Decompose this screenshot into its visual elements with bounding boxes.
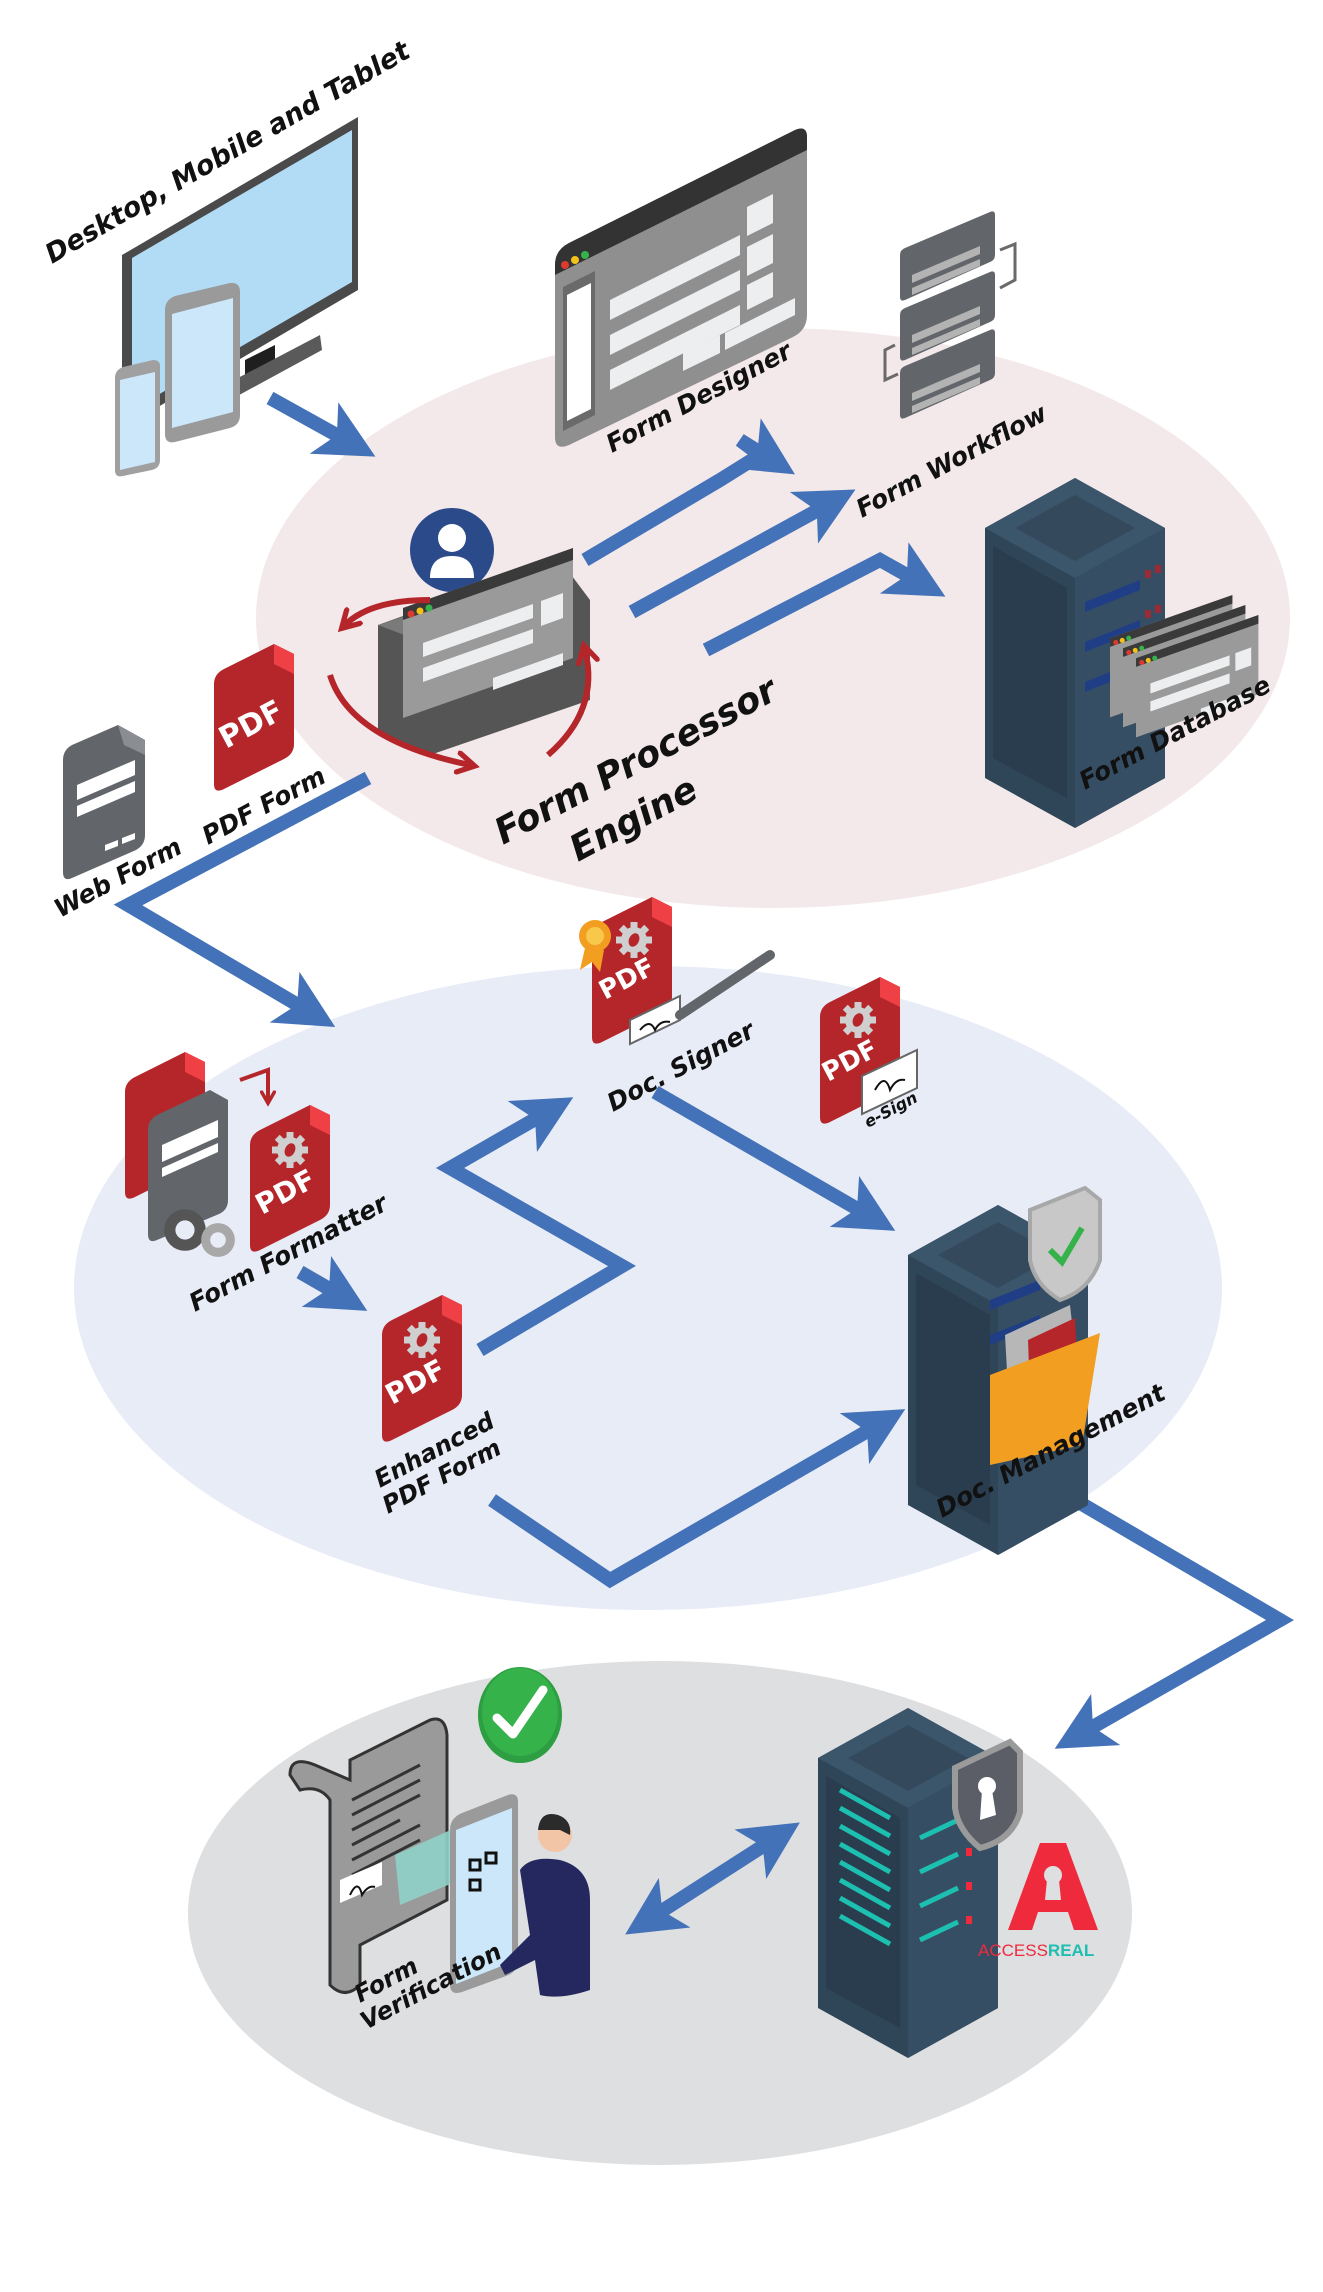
esign-icon: PDF [817, 977, 918, 1124]
arrow-enhanced-to-docmgmt [488, 1409, 906, 1589]
form-database-icon [985, 478, 1259, 828]
enhanced-pdf-form-icon: PDF [380, 1295, 462, 1442]
doc-signer-icon: PDF [579, 897, 775, 1046]
arrow-enhanced-to-signer [435, 1097, 636, 1357]
devices-icon [115, 117, 358, 477]
logo-text-access: ACCESS [978, 1941, 1048, 1960]
arrow-formatter-to-enhanced [296, 1255, 368, 1311]
accessreal-logo: ACCESSREAL [978, 1843, 1098, 1960]
arrow-devices-to-engine [266, 391, 376, 457]
form-verification-icon [288, 1667, 590, 1997]
arrow-engine-to-workflow [628, 489, 856, 619]
secure-server-icon [818, 1708, 1023, 2058]
arrow-engine-to-database [702, 542, 946, 657]
arrow-signer-to-docmgmt [651, 1085, 896, 1231]
arrow-docmgmt-to-secure-server [1054, 1493, 1294, 1749]
form-processor-engine-icon [327, 508, 590, 765]
form-formatter-icon: PDF [125, 1052, 330, 1257]
form-workflow-icon [883, 211, 1017, 419]
arrow-secure-server-verification [625, 1822, 800, 1935]
pdf-form-icon: PDF [213, 644, 294, 791]
form-designer-icon [555, 128, 807, 447]
logo-text-real: REAL [1048, 1941, 1094, 1960]
svg-text:ACCESSREAL: ACCESSREAL [978, 1941, 1094, 1960]
arrow-pdfform-to-formatter [113, 771, 372, 1027]
arrow-engine-to-designer [581, 418, 795, 567]
doc-management-icon [908, 1185, 1102, 1555]
web-form-icon [63, 725, 145, 880]
